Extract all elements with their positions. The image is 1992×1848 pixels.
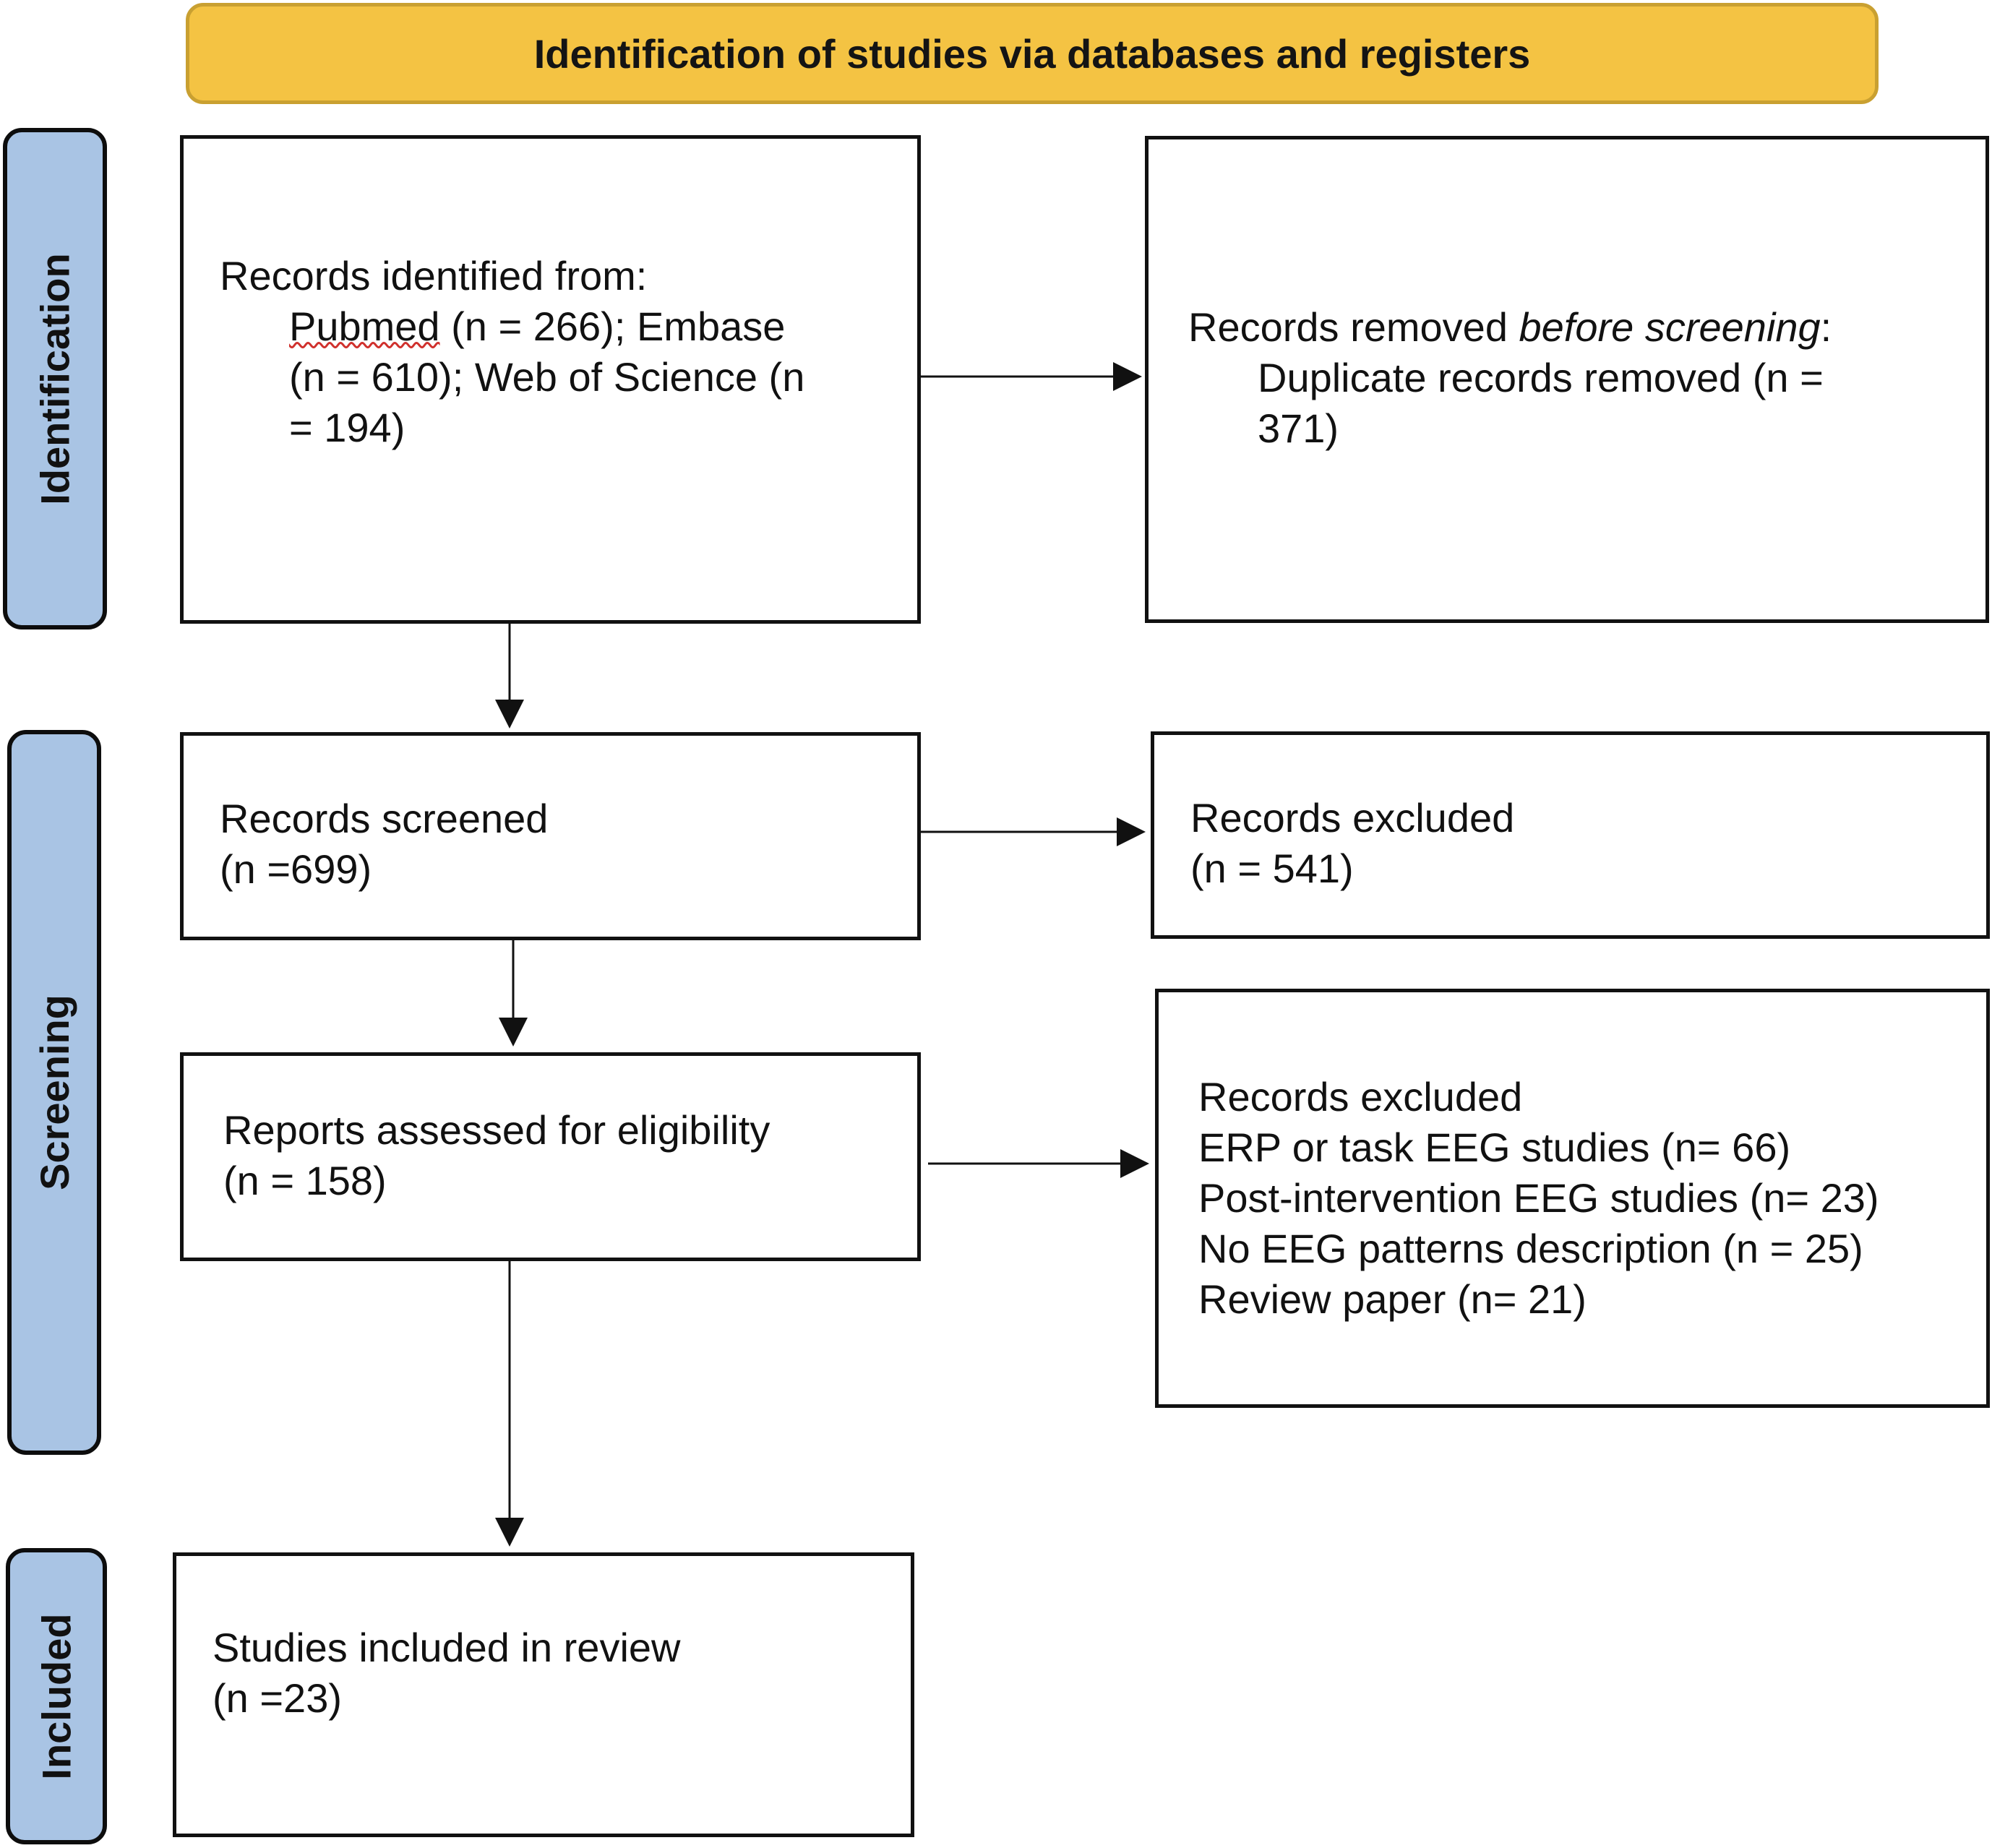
records-removed-heading: Records removed before screening: bbox=[1188, 302, 1985, 353]
phase-identification: Identification bbox=[3, 128, 107, 629]
arrowhead-right bbox=[1113, 362, 1142, 391]
pubmed-count: (n = 266); Embase bbox=[439, 304, 786, 349]
excluded-reasons-box: Records excluded ERP or task EEG studies… bbox=[1155, 989, 1990, 1408]
reports-assessed-label: Reports assessed for eligibility bbox=[223, 1107, 770, 1153]
records-removed-italic: before screening bbox=[1519, 304, 1821, 350]
arrowhead-down bbox=[495, 700, 524, 729]
records-identified-sources: Pubmed (n = 266); Embase bbox=[220, 301, 917, 352]
excluded-reason-item: No EEG patterns description (n = 25) bbox=[1198, 1226, 1863, 1271]
excluded-reason-item: ERP or task EEG studies (n= 66) bbox=[1198, 1125, 1791, 1170]
records-excluded-label: Records excluded bbox=[1190, 795, 1515, 841]
records-screened-box: Records screened (n =699) bbox=[180, 732, 921, 940]
excluded-reason-item: Review paper (n= 21) bbox=[1198, 1276, 1587, 1322]
records-removed-prefix: Records removed bbox=[1188, 304, 1519, 350]
excluded-reason-item: Post-intervention EEG studies (n= 23) bbox=[1198, 1175, 1879, 1221]
header-banner: Identification of studies via databases … bbox=[186, 3, 1879, 104]
records-screened-count: (n =699) bbox=[220, 846, 372, 892]
phase-screening: Screening bbox=[7, 730, 101, 1455]
duplicate-records-line: Duplicate records removed (n = bbox=[1258, 355, 1824, 400]
records-identified-line4: = 194) bbox=[289, 405, 405, 450]
phase-included: Included bbox=[6, 1548, 107, 1844]
header-title: Identification of studies via databases … bbox=[533, 30, 1531, 77]
studies-included-box: Studies included in review (n =23) bbox=[173, 1552, 914, 1837]
excluded-reasons-title: Records excluded bbox=[1198, 1074, 1523, 1119]
studies-included-label: Studies included in review bbox=[212, 1625, 681, 1670]
reports-assessed-count: (n = 158) bbox=[223, 1158, 387, 1203]
arrowhead-down bbox=[499, 1018, 528, 1047]
records-removed-suffix: : bbox=[1820, 304, 1832, 350]
pubmed-label: Pubmed bbox=[289, 304, 440, 349]
records-identified-line3: (n = 610); Web of Science (n bbox=[289, 354, 805, 400]
records-identified-heading: Records identified from: bbox=[220, 253, 648, 298]
reports-assessed-box: Reports assessed for eligibility (n = 15… bbox=[180, 1052, 921, 1261]
records-removed-box: Records removed before screening: Duplic… bbox=[1145, 136, 1989, 623]
records-screened-label: Records screened bbox=[220, 796, 549, 841]
arrowhead-right bbox=[1117, 817, 1146, 846]
studies-included-count: (n =23) bbox=[212, 1675, 342, 1721]
records-excluded-count: (n = 541) bbox=[1190, 846, 1354, 891]
records-excluded-box: Records excluded (n = 541) bbox=[1151, 731, 1990, 939]
arrowhead-right bbox=[1120, 1149, 1149, 1178]
records-identified-box: Records identified from: Pubmed (n = 266… bbox=[180, 135, 921, 624]
duplicate-records-count: 371) bbox=[1258, 405, 1339, 451]
arrowhead-down bbox=[495, 1518, 524, 1547]
